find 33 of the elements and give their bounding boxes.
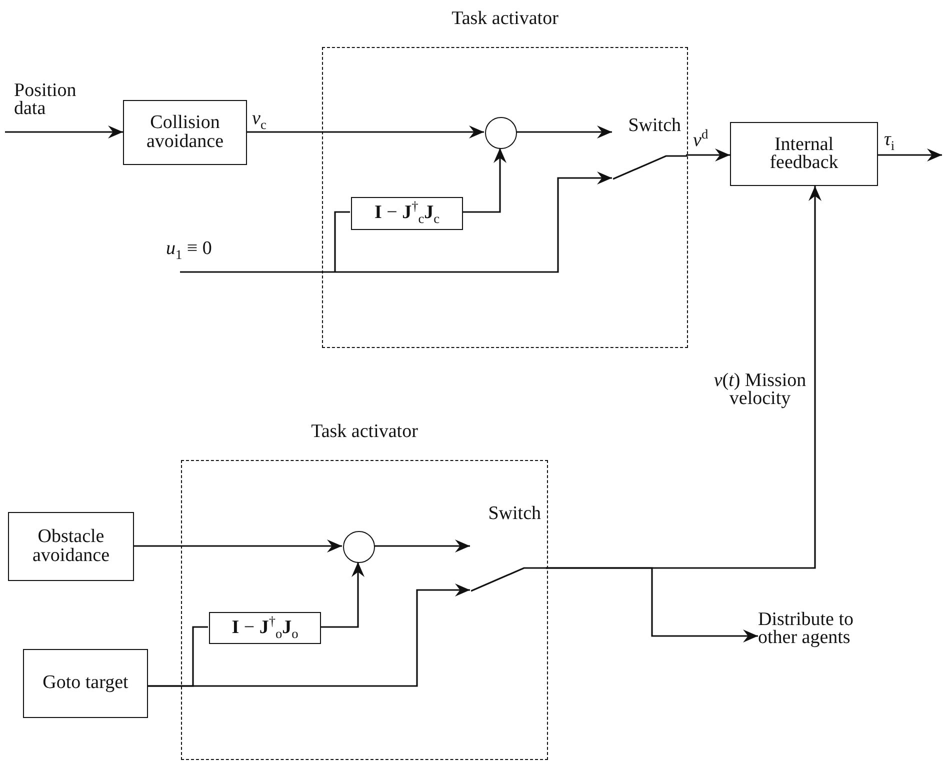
signal-line <box>148 626 208 687</box>
edge-label: u$_{1}$ ≡ 0 <box>166 240 212 258</box>
switch-label: Switch <box>628 117 681 136</box>
block-label: I − J$^{†}$$_{o}$J$_{o}$ <box>232 618 298 638</box>
block <box>8 512 134 581</box>
block-label: Goto target <box>42 674 128 693</box>
block-label: Distribute to other agents <box>758 610 855 648</box>
edge-label: v(t) Mission velocity <box>712 372 808 408</box>
block <box>351 197 463 230</box>
signal-arrow <box>247 126 484 138</box>
block <box>209 612 321 644</box>
signal-arrow <box>546 567 758 642</box>
signal-arrow <box>516 126 612 138</box>
signal-arrow <box>180 172 612 273</box>
signal-arrow <box>134 540 342 552</box>
circle-summing-junction <box>343 531 375 563</box>
signal-arrow <box>878 148 942 162</box>
block <box>23 649 148 718</box>
signal-arrow <box>5 126 123 138</box>
block <box>123 100 247 165</box>
switch-label: Switch <box>488 505 541 524</box>
signal-arrow <box>686 148 730 162</box>
block-label: Collision avoidance <box>145 114 224 151</box>
signal-line <box>334 211 350 272</box>
group-heading: Task activator <box>450 10 560 28</box>
block-label: Internal feedback <box>768 136 840 172</box>
signal-arrow <box>374 540 470 552</box>
group-heading: Task activator <box>310 423 419 442</box>
circle-summing-junction <box>485 117 517 149</box>
block-label: Obstacle avoidance <box>31 528 110 565</box>
signal-arrow <box>320 562 364 628</box>
block <box>730 122 878 186</box>
signal-arrow <box>462 148 506 213</box>
